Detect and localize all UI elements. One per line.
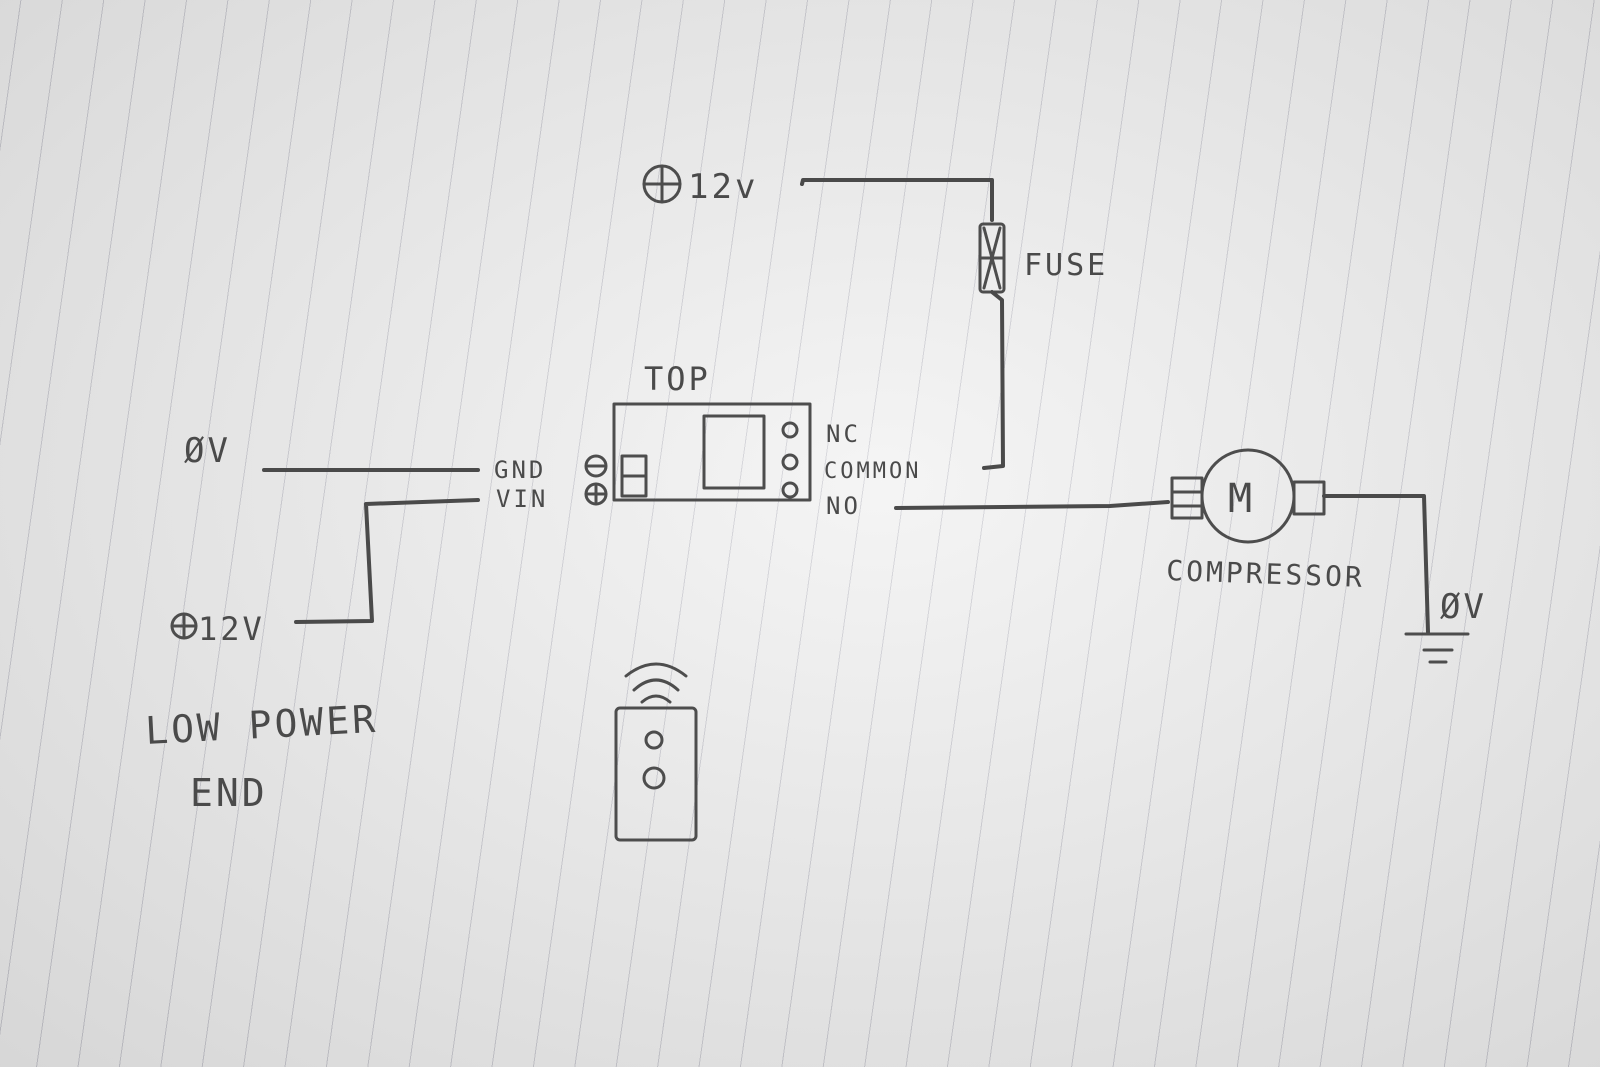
left-plus-terminal-icon xyxy=(170,612,198,640)
ground-icon xyxy=(1404,632,1470,664)
remote-button-bottom xyxy=(642,766,666,790)
relay-terminal-nc xyxy=(781,421,799,439)
plus-12v-to-vin-wire xyxy=(294,498,480,624)
ground-zero-volt-label: ØV xyxy=(1440,587,1487,627)
low-power-end-line2: END xyxy=(190,771,268,815)
left-zero-volt-label: ØV xyxy=(184,431,231,471)
relay-terminal-no xyxy=(781,481,799,499)
fuse-to-common-wire xyxy=(982,290,1005,470)
pin-vin-label: VIN xyxy=(496,485,548,513)
pin-no-label: NO xyxy=(826,492,861,520)
left-plus-12v-label: 12V xyxy=(198,610,265,648)
fuse-label: FUSE xyxy=(1024,248,1108,283)
relay-module xyxy=(612,402,812,502)
top-supply-voltage-label: 12v xyxy=(688,167,758,207)
pin-nc-label: NC xyxy=(826,420,861,448)
compressor-to-ground-wire xyxy=(1322,494,1430,634)
relay-top-label: TOP xyxy=(644,360,711,398)
fuse-icon xyxy=(978,222,1006,294)
pin-common-label: COMMON xyxy=(824,459,921,484)
pin-gnd-label: GND xyxy=(494,456,546,484)
wireless-signal-icon xyxy=(624,662,688,704)
relay-coil-box xyxy=(702,414,766,490)
motor-icon: M xyxy=(1170,448,1326,544)
remote-button-top xyxy=(644,730,664,750)
vin-plus-terminal-icon xyxy=(584,482,608,506)
motor-symbol: M xyxy=(1228,476,1255,522)
remote-control-icon xyxy=(614,706,698,842)
no-to-compressor-wire xyxy=(894,500,1170,510)
gnd-minus-terminal-icon xyxy=(584,454,608,478)
top-plus-terminal-icon xyxy=(642,164,682,204)
supply-to-fuse-wire xyxy=(800,178,994,222)
low-power-end-line1: LOW POWER xyxy=(144,697,379,753)
compressor-label: COMPRESSOR xyxy=(1166,554,1366,594)
relay-terminal-common xyxy=(781,453,799,471)
